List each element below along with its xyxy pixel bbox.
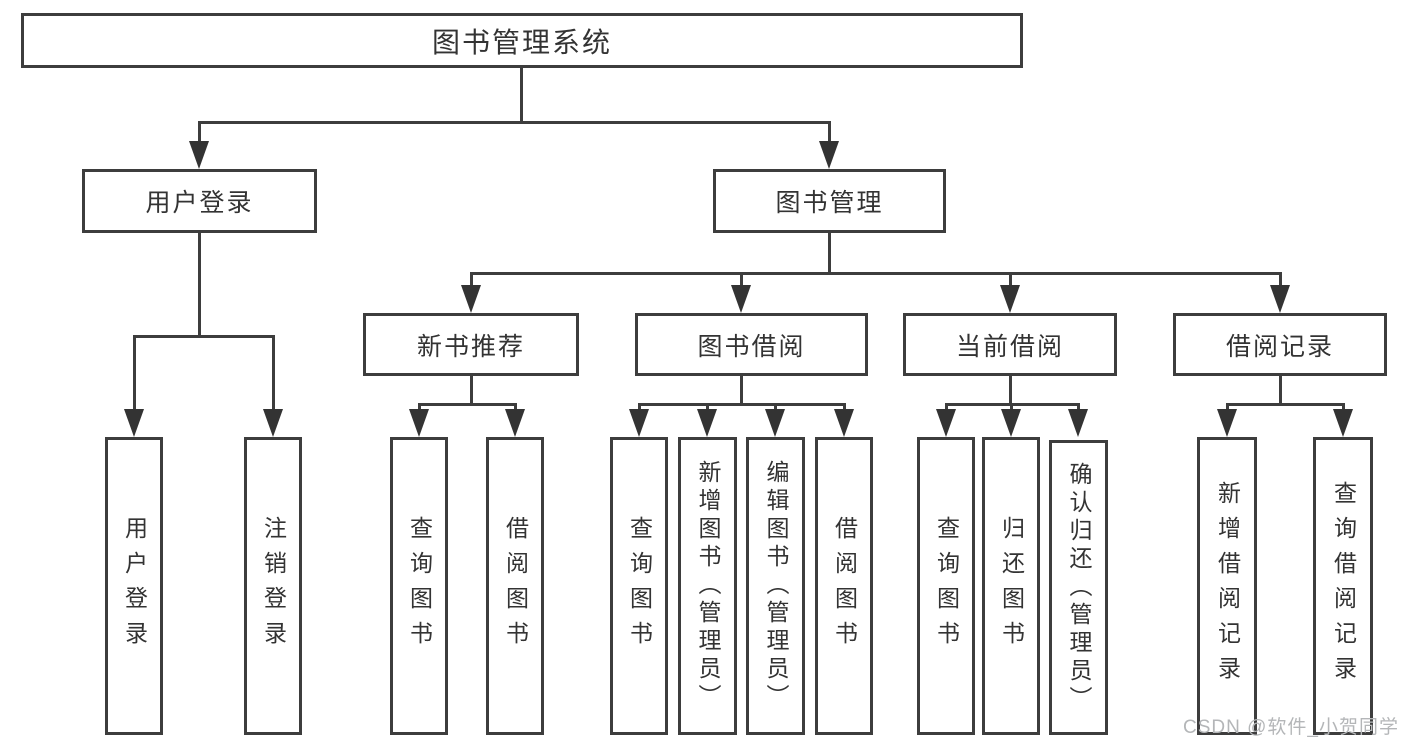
leaf-label: 新增借阅记录	[1214, 481, 1241, 691]
arrowhead	[731, 285, 751, 313]
connector-line	[417, 403, 517, 406]
leaf-recommend-query-books: 查询图书	[390, 437, 448, 735]
arrowhead	[629, 409, 649, 437]
node-label: 图书借阅	[697, 332, 806, 361]
arrowhead	[834, 409, 854, 437]
leaf-borrowing-borrow-books: 借阅图书	[815, 437, 873, 735]
node-borrowing-records: 借阅记录	[1173, 313, 1387, 376]
connector-line	[1225, 403, 1229, 411]
connector-line	[739, 272, 743, 287]
node-label: 借阅记录	[1225, 332, 1334, 361]
leaf-label: 确认归还（管理员）	[1066, 461, 1092, 714]
arrowhead	[1217, 409, 1237, 437]
node-label: 图书管理系统	[431, 26, 612, 58]
leaf-label: 借阅图书	[502, 516, 529, 656]
arrowhead	[1001, 409, 1021, 437]
connector-line	[197, 233, 201, 338]
leaf-recommend-borrow-books: 借阅图书	[486, 437, 544, 735]
connector-line	[827, 233, 831, 275]
connector-line	[1009, 403, 1013, 411]
arrowhead	[765, 409, 785, 437]
connector-line	[842, 403, 846, 411]
arrowhead	[1000, 285, 1020, 313]
arrowhead	[189, 141, 209, 169]
leaf-current-confirm-return-admin: 确认归还（管理员）	[1049, 440, 1108, 735]
node-label: 新书推荐	[416, 332, 525, 361]
node-new-book-recommend: 新书推荐	[363, 313, 579, 376]
leaf-label: 查询图书	[626, 516, 653, 656]
arrowhead	[124, 409, 144, 437]
arrowhead	[936, 409, 956, 437]
leaf-records-query-record: 查询借阅记录	[1313, 437, 1373, 735]
connector-line	[513, 403, 517, 411]
arrowhead	[819, 141, 839, 169]
leaf-label: 用户登录	[121, 516, 148, 656]
connector-line	[739, 376, 743, 406]
connector-line	[944, 403, 948, 411]
node-current-borrowing: 当前借阅	[903, 313, 1117, 376]
connector-line	[637, 403, 846, 406]
connector-line	[469, 272, 1282, 275]
leaf-label: 归还图书	[998, 516, 1025, 656]
leaf-borrowing-query-books: 查询图书	[610, 437, 668, 735]
connector-line	[1278, 376, 1282, 406]
connector-line	[197, 121, 831, 124]
connector-line	[637, 403, 641, 411]
leaf-records-add-record: 新增借阅记录	[1197, 437, 1257, 735]
node-label: 当前借阅	[955, 332, 1064, 361]
connector-line	[827, 121, 831, 143]
connector-line	[132, 335, 136, 411]
connector-line	[1341, 403, 1345, 411]
node-book-borrowing: 图书借阅	[635, 313, 868, 376]
connector-line	[197, 121, 201, 143]
node-library-system: 图书管理系统	[21, 13, 1023, 68]
arrowhead	[263, 409, 283, 437]
node-user-login: 用户登录	[82, 169, 317, 233]
arrowhead	[461, 285, 481, 313]
watermark: CSDN @软件_小贺同学	[1183, 717, 1399, 738]
arrowhead	[1333, 409, 1353, 437]
leaf-user-login: 用户登录	[105, 437, 163, 735]
connector-line	[1225, 403, 1345, 406]
connector-line	[773, 403, 777, 411]
leaf-current-return-books: 归还图书	[982, 437, 1040, 735]
leaf-current-query-books: 查询图书	[917, 437, 975, 735]
leaf-label: 查询图书	[406, 516, 433, 656]
connector-line	[519, 68, 523, 124]
leaf-label: 注销登录	[260, 516, 287, 656]
leaf-borrowing-edit-books-admin: 编辑图书（管理员）	[746, 437, 805, 735]
node-label: 图书管理	[775, 189, 884, 217]
leaf-label: 借阅图书	[831, 516, 858, 656]
leaf-label: 编辑图书（管理员）	[763, 460, 789, 712]
node-book-management: 图书管理	[713, 169, 946, 233]
arrowhead	[1068, 409, 1088, 437]
connector-line	[1278, 272, 1282, 287]
connector-line	[417, 403, 421, 411]
leaf-label: 查询借阅记录	[1330, 481, 1357, 691]
connector-line	[1008, 272, 1012, 287]
connector-line	[271, 335, 275, 411]
leaf-label: 新增图书（管理员）	[695, 460, 721, 712]
leaf-label: 查询图书	[933, 516, 960, 656]
node-label: 用户登录	[145, 189, 254, 217]
connector-line	[469, 272, 473, 287]
connector-line	[1076, 403, 1080, 411]
connector-line	[1008, 376, 1012, 406]
connector-line	[469, 376, 473, 406]
arrowhead	[697, 409, 717, 437]
leaf-borrowing-add-books-admin: 新增图书（管理员）	[678, 437, 737, 735]
connector-line	[132, 335, 275, 338]
connector-line	[705, 403, 709, 411]
arrowhead	[505, 409, 525, 437]
arrowhead	[409, 409, 429, 437]
arrowhead	[1270, 285, 1290, 313]
leaf-logout-login: 注销登录	[244, 437, 302, 735]
